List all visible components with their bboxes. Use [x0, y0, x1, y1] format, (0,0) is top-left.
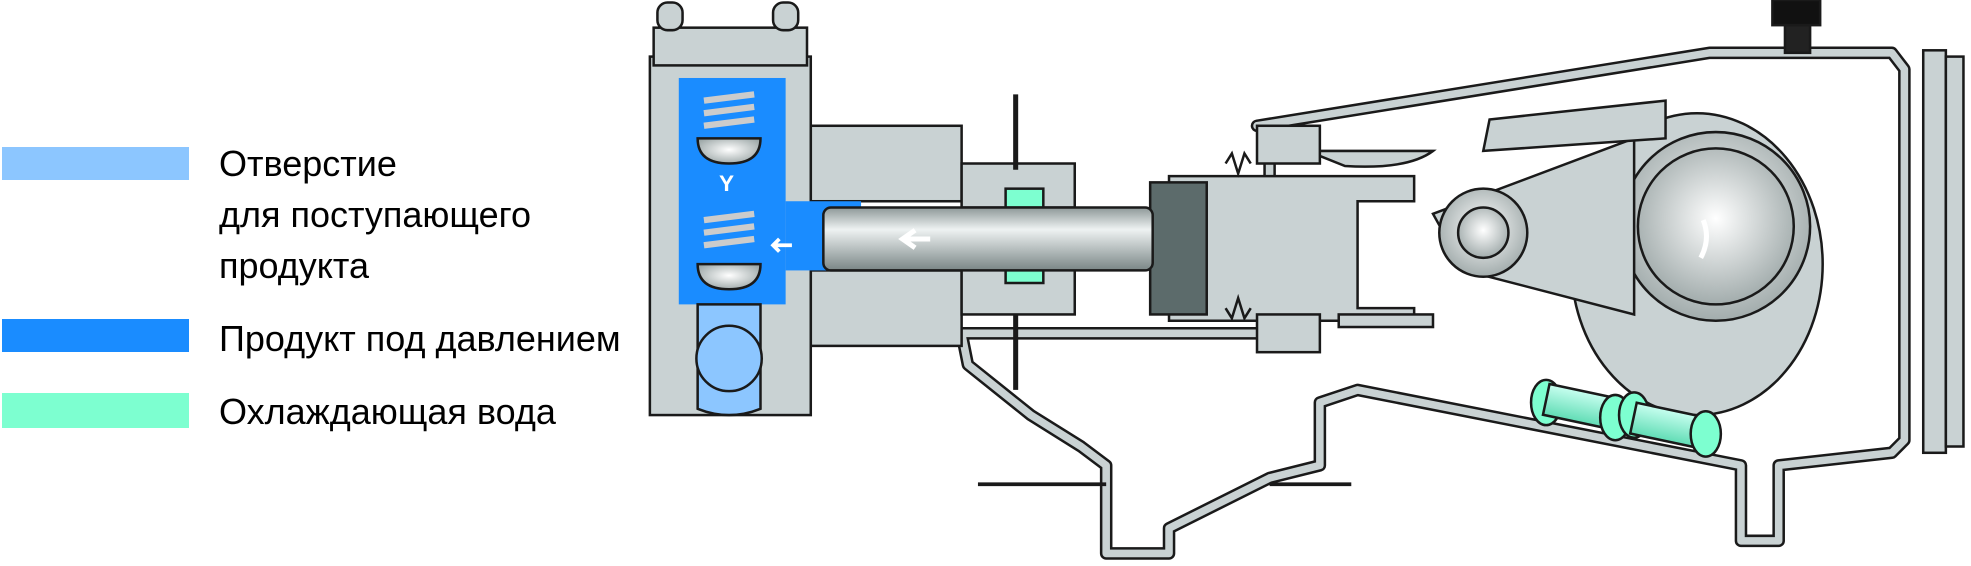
legend-label-line: для поступающего: [219, 194, 532, 235]
seal-holder-bottom: [1255, 313, 1322, 354]
cooling-channel-top: [1004, 187, 1045, 209]
suction-valve: [696, 262, 762, 291]
cover-bolt: [656, 1, 684, 32]
bellows-top: [1224, 150, 1252, 178]
legend-label-line: продукта: [219, 245, 370, 286]
plunger-coupling: [1148, 181, 1208, 316]
rotation-arrow-icon: [1698, 219, 1709, 260]
cooling-water-coil: [1529, 378, 1723, 458]
oil-scraper: [1481, 99, 1667, 153]
valve-cover: [652, 26, 809, 67]
pump-body-bottom: [809, 269, 963, 348]
legend-swatch-inlet: [2, 147, 189, 180]
flow-arrow-icon: Y: [719, 171, 734, 196]
discharge-valve: [696, 137, 762, 165]
end-cover-flange: [1944, 55, 1965, 448]
legend-label-inlet: Отверстие для поступающего продукта: [219, 138, 531, 291]
legend-swatch-cooling: [2, 393, 189, 428]
inlet-opening: [695, 324, 764, 393]
legend-label-cooling: Охлаждающая вода: [219, 391, 556, 432]
suction-valve-spring: [703, 210, 755, 249]
discharge-valve-spring: [703, 91, 755, 129]
end-cover: [1921, 49, 1948, 455]
plunger: [822, 206, 1154, 272]
oil-tray: [1306, 149, 1437, 168]
flow-arrow-icon: [898, 228, 931, 250]
seal-holder-top: [1255, 124, 1322, 165]
breather-cap: [1771, 0, 1822, 27]
legend-label-pressurized: Продукт под давлением: [219, 318, 621, 359]
legend-swatch-pressurized: [2, 319, 189, 352]
flow-arrow-icon: [770, 237, 792, 253]
bellows-bottom: [1224, 293, 1252, 322]
breather-stem: [1783, 23, 1812, 55]
cover-bolt: [771, 1, 800, 32]
legend-label-line: Отверстие: [219, 143, 397, 184]
pump-body-top: [809, 124, 963, 203]
crosshead: [1167, 174, 1416, 322]
guide-rail: [1337, 313, 1435, 329]
